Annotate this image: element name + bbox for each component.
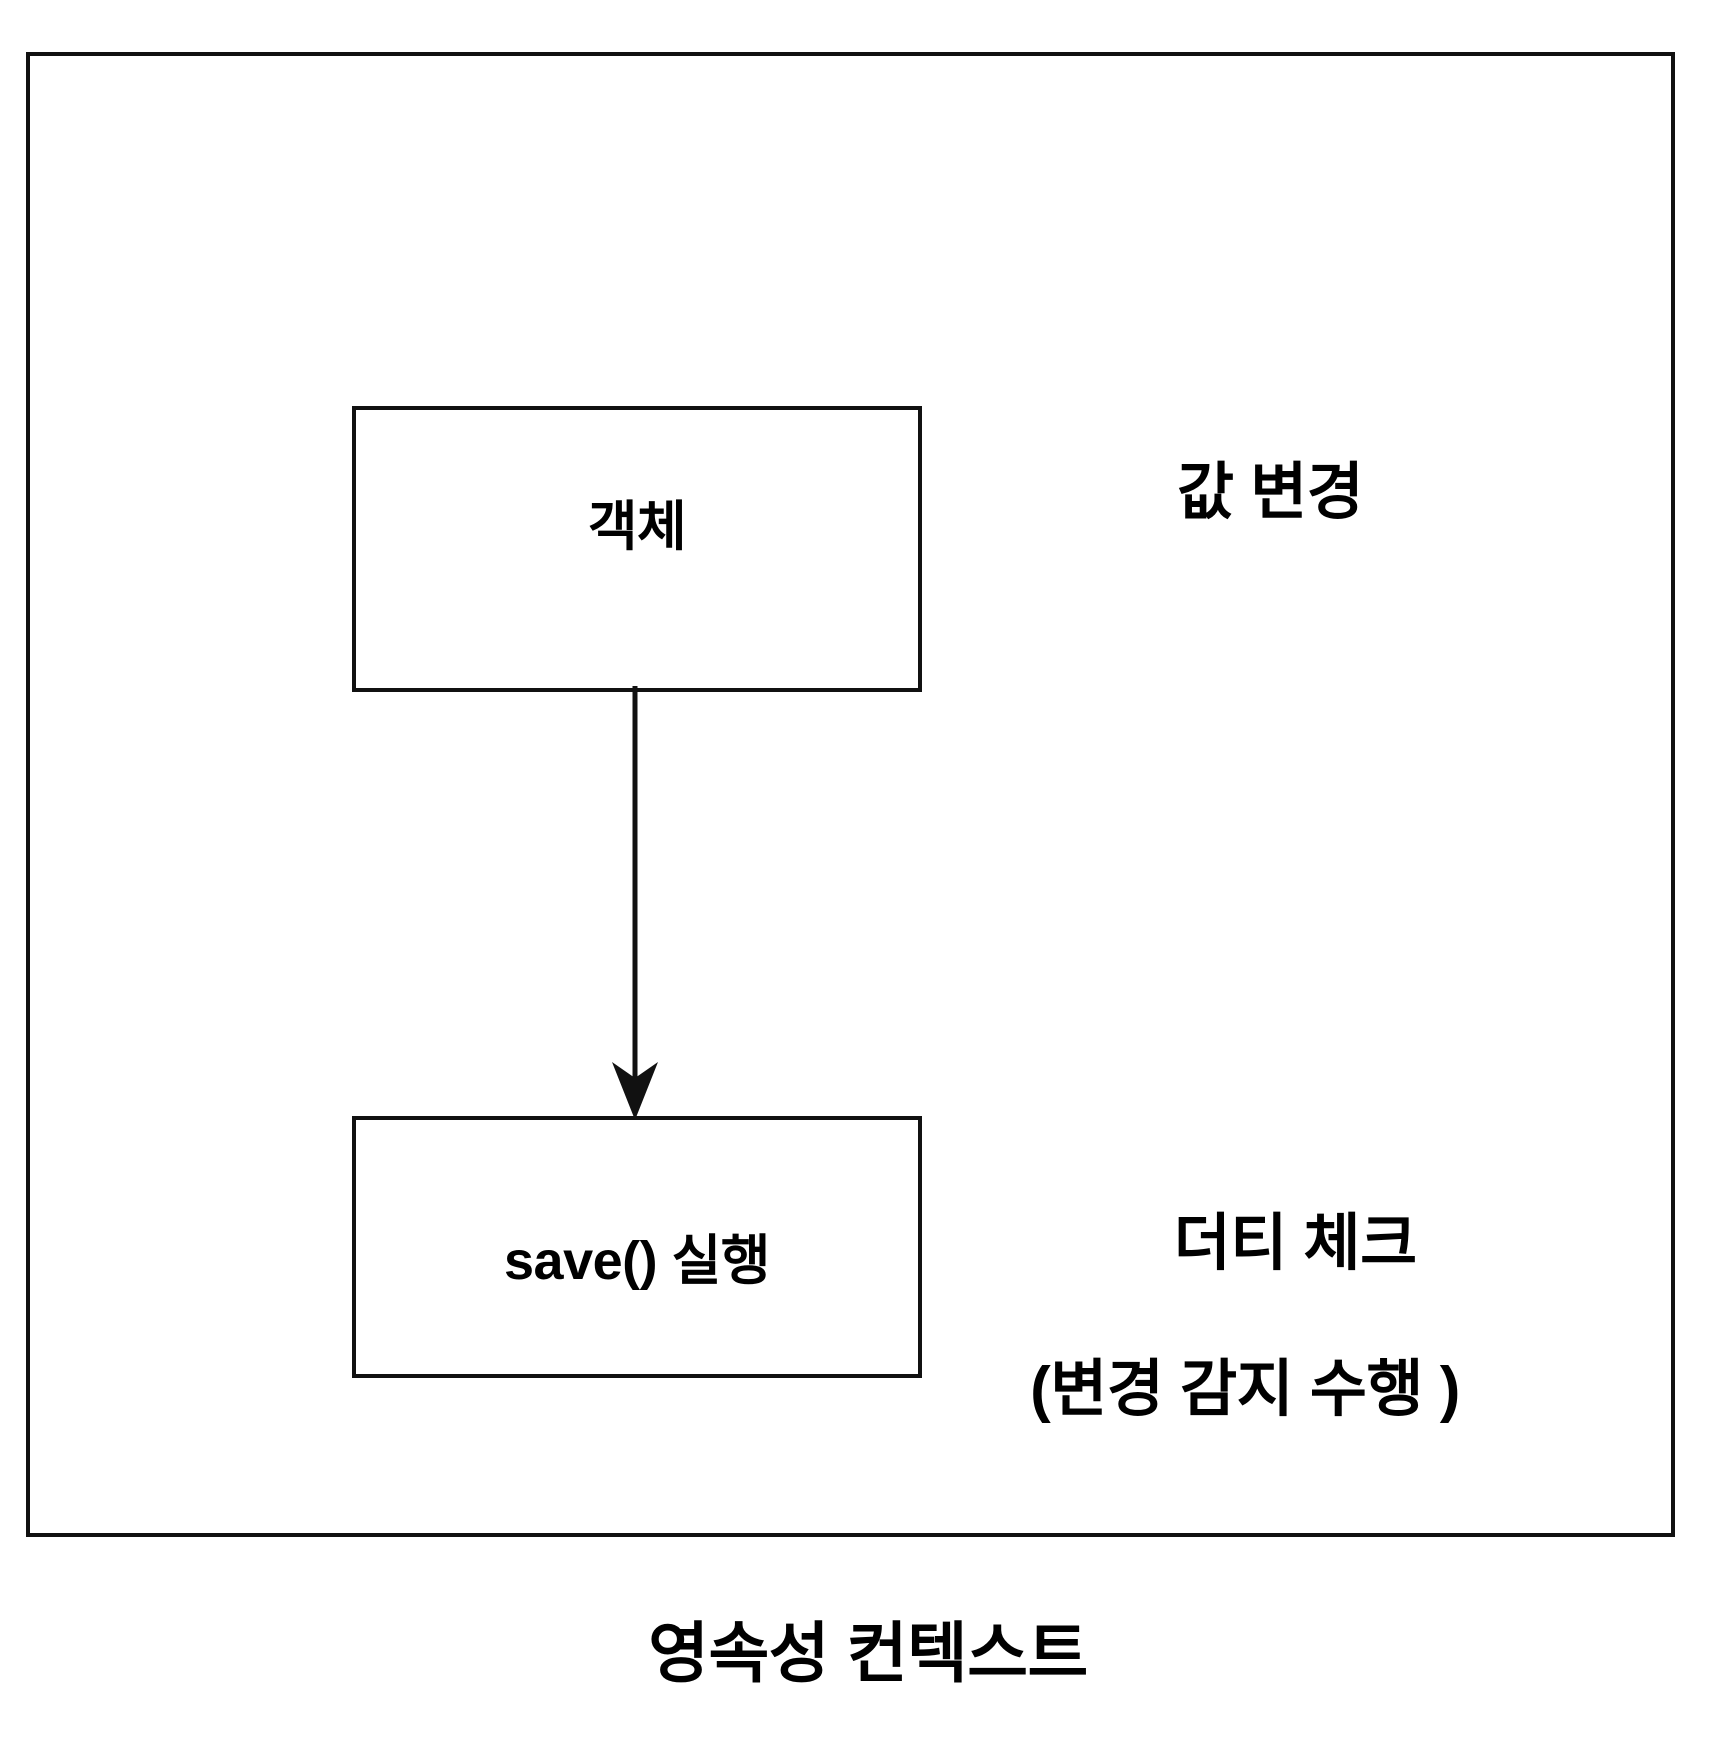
annotation-dirty-check-line2: (변경 감지 수행 ) [1030, 1355, 1460, 1425]
persistence-context-frame: 객체 save() 실행 값 변경 더티 체크 (변경 감지 수행 ) [26, 52, 1675, 1537]
diagram-caption: 영속성 컨텍스트 [648, 1616, 1088, 1690]
node-save-box[interactable]: save() 실행 [352, 1116, 922, 1378]
node-object-label: 객체 [587, 497, 687, 557]
node-save-label: save() 실행 [504, 1231, 770, 1291]
annotation-value-change: 값 변경 [1177, 458, 1364, 527]
arrow-object-to-save [590, 686, 680, 1124]
annotation-dirty-check-line1: 더티 체크 [1173, 1209, 1417, 1279]
annotation-dirty-check: 더티 체크 (변경 감지 수행 ) [995, 1134, 1495, 1573]
node-object-box[interactable]: 객체 [352, 406, 922, 692]
arrow-down-icon [612, 686, 658, 1120]
